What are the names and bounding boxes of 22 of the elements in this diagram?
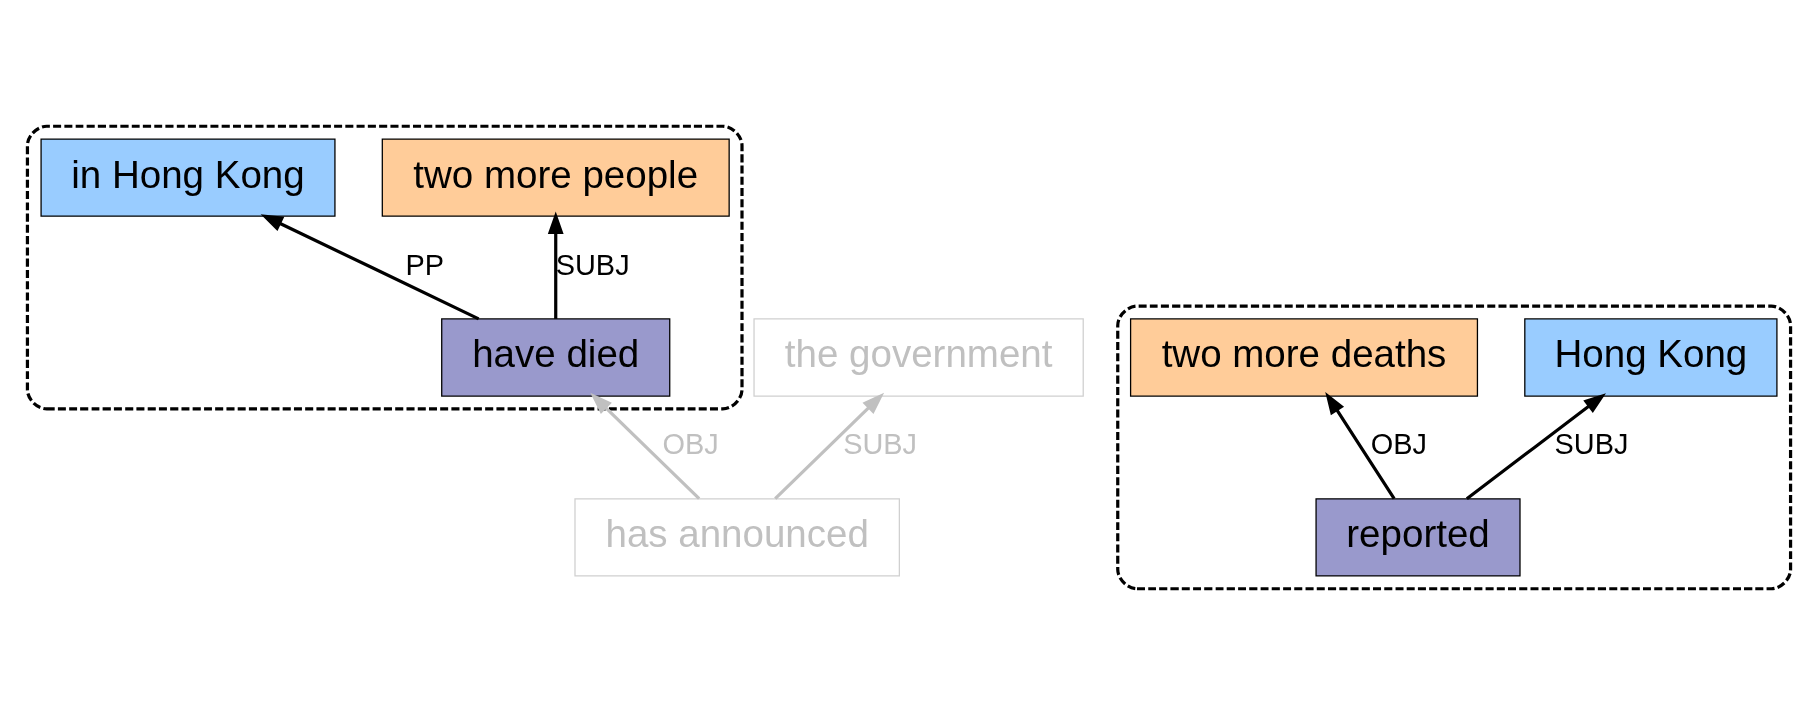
node-box: reported (1315, 497, 1521, 576)
node-box: two more people (381, 138, 730, 217)
edge-label: PP (405, 248, 445, 281)
node-box: has announced (574, 497, 900, 576)
arrow (1465, 392, 1606, 500)
arrow (774, 392, 885, 500)
node-box: in Hong Kong (40, 138, 336, 217)
arrow (547, 210, 564, 319)
arrow (590, 392, 701, 500)
node-box: Hong Kong (1524, 317, 1778, 397)
edge-label: SUBJ (843, 427, 918, 460)
cluster (1116, 304, 1793, 590)
edge-label: OBJ (1370, 427, 1427, 460)
edge-label: SUBJ (1554, 427, 1629, 460)
node-box: have died (441, 317, 671, 397)
arrow (260, 213, 480, 320)
edge-label: SUBJ (555, 248, 630, 281)
edge-label: OBJ (662, 427, 719, 460)
cluster (25, 124, 744, 410)
node-box: the government (753, 317, 1084, 397)
arrow (1325, 391, 1396, 500)
node-box: two more deaths (1129, 317, 1479, 397)
